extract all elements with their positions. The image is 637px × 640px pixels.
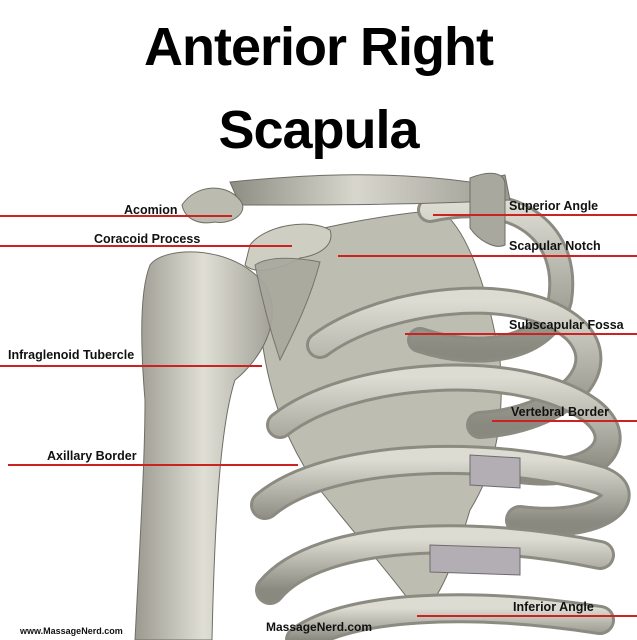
label-vertebral-border: Vertebral Border [511,405,609,419]
leader-lines [0,214,637,617]
title-line-1: Anterior Right [144,17,494,77]
humerus [134,251,273,640]
label-superior-angle: Superior Angle [509,199,599,213]
label-axillary-border: Axillary Border [47,449,137,463]
label-inferior-angle: Inferior Angle [513,600,594,614]
rib-cage [250,192,631,640]
credit-website-center: MassageNerd.com [266,620,373,634]
acromion-bone [181,187,244,224]
label-infraglenoid-tubercle: Infraglenoid Tubercle [8,348,135,362]
credit-website-left: www.MassageNerd.com [20,626,123,636]
label-coracoid-process: Coracoid Process [94,232,201,246]
glenoid-region [254,257,321,362]
label-acromion: Acomion [124,203,178,217]
title-line-2: Scapula [218,100,419,160]
clavicle [229,174,511,206]
rib-upper [469,172,506,247]
label-subscapular-fossa: Subscapular Fossa [509,318,624,332]
costal-cartilage [429,454,521,576]
label-scapular-notch: Scapular Notch [509,239,601,253]
